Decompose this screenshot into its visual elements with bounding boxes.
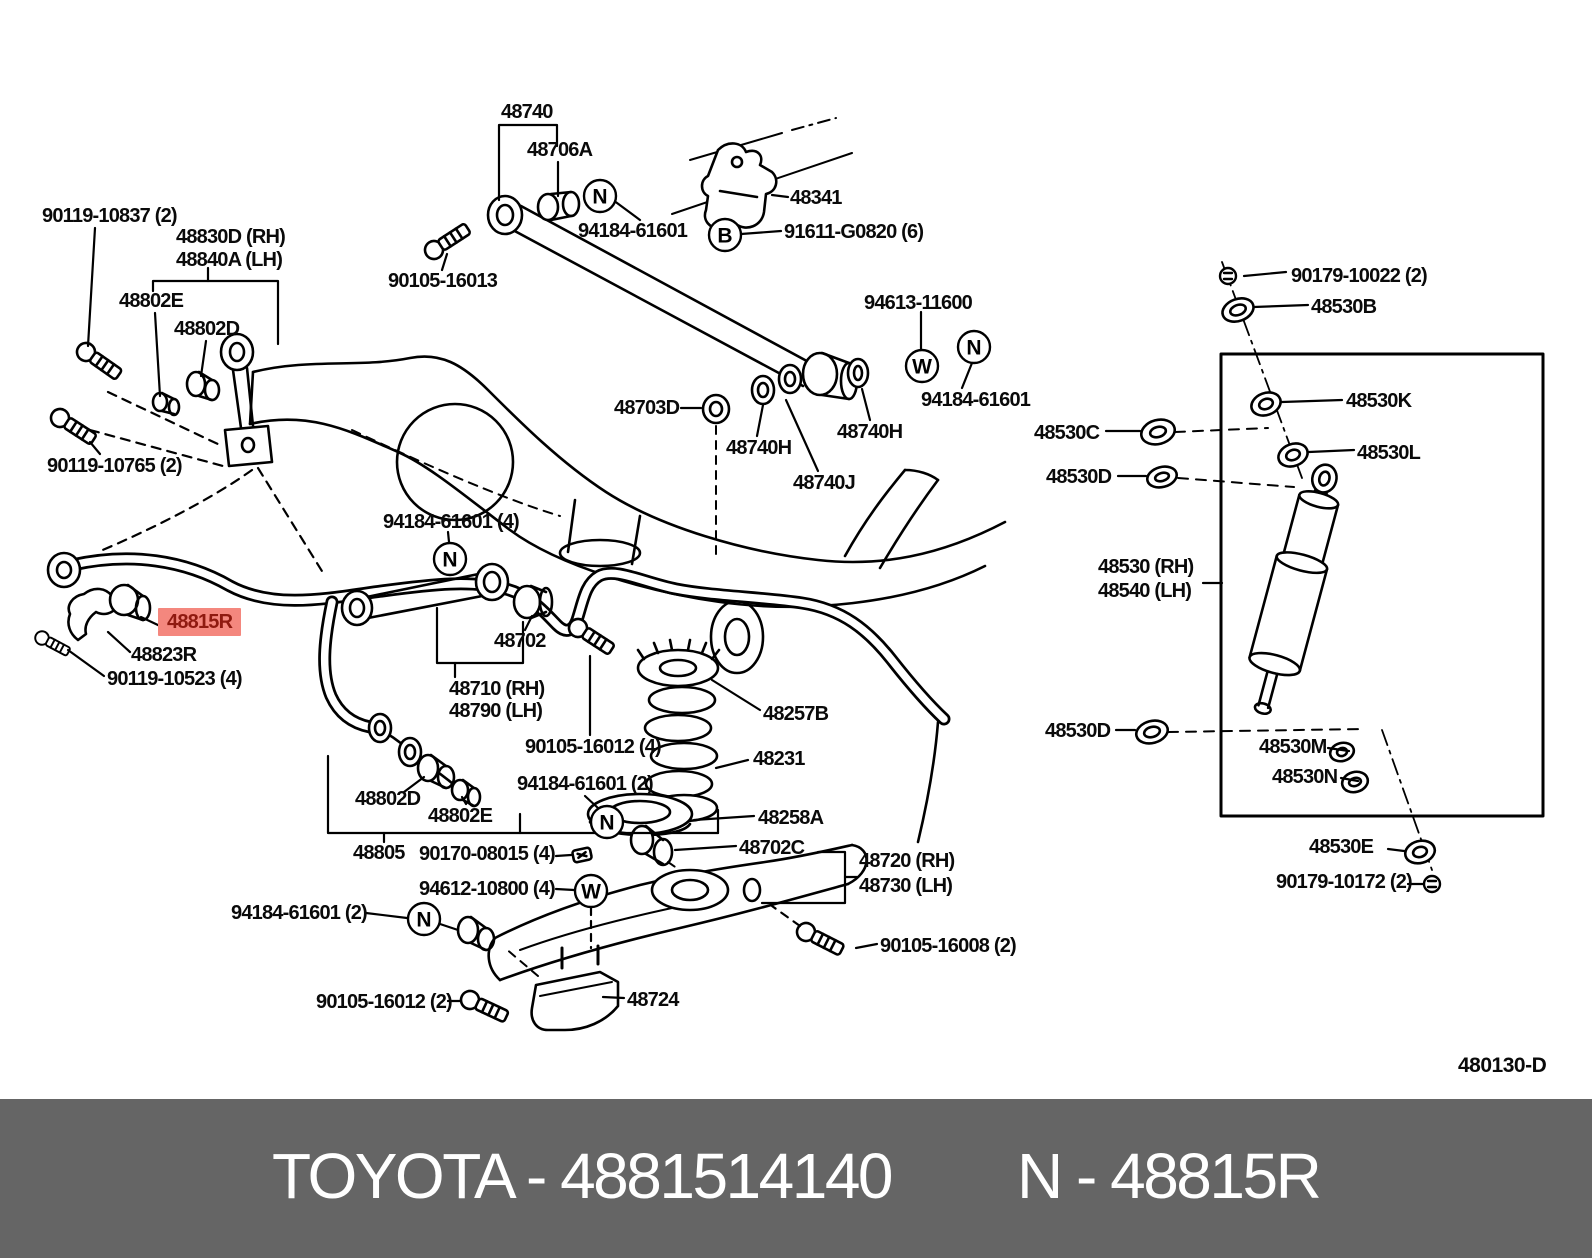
part-label: 48706A — [527, 139, 593, 161]
part-label: 90119-10765 (2) — [47, 455, 183, 477]
part-label: 94613-11600 — [864, 292, 973, 314]
part-label: 90105-16012 (4) — [525, 736, 662, 758]
part-label: 48710 (RH) — [449, 678, 545, 700]
part-label: 48530D — [1045, 720, 1111, 742]
part-info-banner: TOYOTA - 4881514140 N - 48815R — [0, 1099, 1592, 1258]
part-label: 90170-08015 (4) — [419, 843, 556, 865]
fastener-symbol-letter: N — [592, 186, 607, 209]
stabilizer-link — [67, 332, 274, 642]
fastener-symbol-circle — [589, 804, 625, 840]
fastener-symbol-circle — [707, 217, 743, 253]
part-label: 94184-61601 (2) — [231, 902, 368, 924]
part-label: 48702 — [494, 630, 546, 652]
part-label: 48540 (LH) — [1098, 580, 1192, 602]
banner-part-number: TOYOTA - 4881514140 — [272, 1139, 894, 1212]
diagram-line-art: N B W N N N W N — [31, 117, 1545, 1032]
fastener-symbol-letter: N — [966, 337, 981, 360]
part-label: 48530L — [1357, 442, 1421, 464]
part-label: 48257B — [763, 703, 829, 725]
part-label: 48802D — [174, 318, 240, 340]
rod-bushings — [701, 357, 870, 557]
part-label: 48805 — [353, 842, 405, 864]
drawing-number: 480130-D — [1458, 1054, 1547, 1077]
fastener-symbol-letter: W — [581, 881, 601, 904]
banner-part-code: N - 48815R — [1017, 1139, 1322, 1212]
part-label: 48740 — [501, 101, 553, 123]
part-label: 48720 (RH) — [859, 850, 955, 872]
fastener-symbol-letter: W — [912, 356, 932, 379]
part-label: 48231 — [753, 748, 805, 770]
part-label: 48823R — [131, 644, 197, 666]
part-label: 48258A — [758, 807, 824, 829]
part-label: 48740H — [726, 437, 792, 459]
part-label: 48840A (LH) — [176, 249, 283, 271]
part-label: 48530 (RH) — [1098, 556, 1194, 578]
part-label: 90119-10523 (4) — [107, 668, 243, 690]
lower-control-arm — [456, 843, 868, 1032]
part-label: 90179-10022 (2) — [1291, 265, 1428, 287]
part-label: 48341 — [790, 187, 842, 209]
part-label: 48530E — [1309, 836, 1374, 858]
part-label: 48530N — [1272, 766, 1338, 788]
part-label: 48530D — [1046, 466, 1112, 488]
leader-lines — [66, 123, 974, 1003]
fastener-symbol-letter: N — [416, 909, 431, 932]
part-label: 90179-10172 (2) — [1276, 871, 1413, 893]
part-label: 48790 (LH) — [449, 700, 543, 722]
part-label: 94184-61601 (2) — [517, 773, 654, 795]
part-label: 90119-10837 (2) — [42, 205, 178, 227]
part-label: 48830D (RH) — [176, 226, 286, 248]
fastener-symbol-circle — [956, 329, 992, 365]
fastener-symbol-letter: N — [442, 549, 457, 572]
part-label: 48530K — [1346, 390, 1412, 412]
lateral-rod — [486, 190, 859, 401]
fastener-symbol-circle — [432, 541, 468, 577]
fastener-symbol-circle — [406, 901, 442, 937]
part-label: 90105-16012 (2) — [316, 991, 453, 1013]
part-label: 90105-16008 (2) — [880, 935, 1017, 957]
part-label: 94612-10800 (4) — [419, 878, 556, 900]
part-label: 48724 — [627, 989, 679, 1011]
coil-spring — [586, 638, 721, 837]
fastener-symbol-circle — [904, 348, 940, 384]
shock-absorber-panel — [1104, 261, 1545, 894]
fastener-symbol-letter: B — [717, 225, 732, 248]
part-label: 48802E — [119, 290, 184, 312]
part-label: 48740H — [837, 421, 903, 443]
fastener-symbol-letter: N — [599, 812, 614, 835]
part-label: 48530B — [1311, 296, 1377, 318]
part-label: 48802E — [428, 805, 493, 827]
part-label: 48703D — [614, 397, 680, 419]
part-label: 94184-61601 — [921, 389, 1031, 411]
fastener-symbol-circle — [573, 873, 609, 909]
part-label: 91611-G0820 (6) — [784, 221, 924, 243]
part-label: 48802D — [355, 788, 421, 810]
spring-bumper-bracket — [671, 117, 853, 230]
part-label: 48530M — [1259, 736, 1327, 758]
part-label: 48702C — [739, 837, 805, 859]
part-label: 90105-16013 — [388, 270, 498, 292]
part-label: 48740J — [793, 472, 856, 494]
lower-control-rod — [340, 562, 554, 627]
part-label: 94184-61601 — [578, 220, 688, 242]
part-label: 48730 (LH) — [859, 875, 953, 897]
part-label: 48530C — [1034, 422, 1100, 444]
part-label-layer: 90119-10837 (2)48830D (RH)48840A (LH) 488… — [42, 101, 1428, 1013]
fasteners — [31, 219, 848, 1027]
part-label-highlighted: 48815R — [158, 608, 242, 636]
part-label: 94184-61601 (4) — [383, 511, 520, 533]
fastener-symbol-circle — [582, 178, 618, 214]
